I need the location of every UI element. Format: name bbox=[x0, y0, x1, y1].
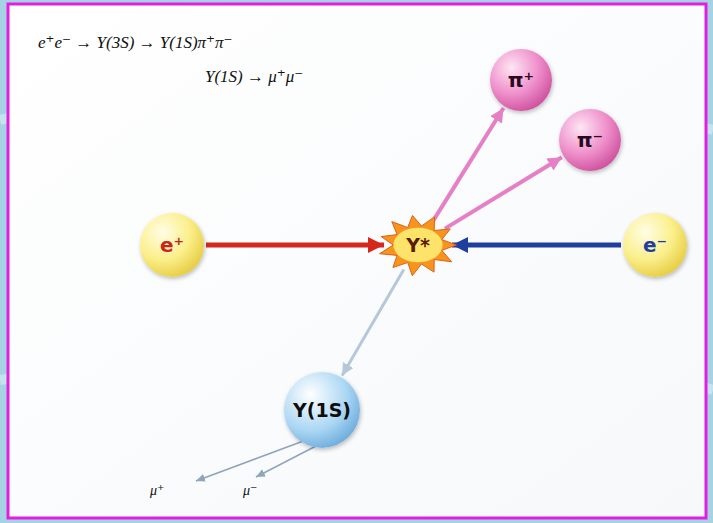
node-label: π⁺ bbox=[508, 68, 534, 92]
upsilon-ball: Υ(1S) bbox=[284, 372, 360, 448]
positron-ball: e⁺ bbox=[140, 213, 204, 277]
particle-track bbox=[452, 243, 621, 248]
decay-equation: Υ(1S) → μ⁺μ⁻ bbox=[205, 66, 303, 87]
node-label: e⁻ bbox=[643, 233, 667, 257]
burst-core bbox=[393, 228, 442, 263]
node-label: π⁻ bbox=[577, 128, 603, 152]
collision-burst: Υ* bbox=[377, 213, 459, 277]
reaction-equation: e⁺e⁻ → Υ(3S) → Υ(1S)π⁺π⁻ bbox=[38, 32, 233, 53]
burst-shape bbox=[380, 216, 457, 276]
particle-label: μ⁻ bbox=[243, 482, 257, 499]
pion-ball: π⁺ bbox=[490, 49, 552, 111]
particle-label: μ⁺ bbox=[150, 482, 164, 499]
electron-ball: e⁻ bbox=[623, 213, 687, 277]
node-label: e⁺ bbox=[160, 233, 184, 257]
node-label: Υ* bbox=[406, 234, 430, 256]
pion-ball: π⁻ bbox=[559, 109, 621, 171]
panel-frame bbox=[8, 4, 706, 518]
node-label: Υ(1S) bbox=[293, 399, 351, 421]
particle-track bbox=[433, 108, 503, 221]
particle-track bbox=[445, 157, 562, 228]
particle-track bbox=[342, 270, 404, 376]
particle-track bbox=[206, 243, 384, 248]
muon-track bbox=[256, 446, 316, 477]
